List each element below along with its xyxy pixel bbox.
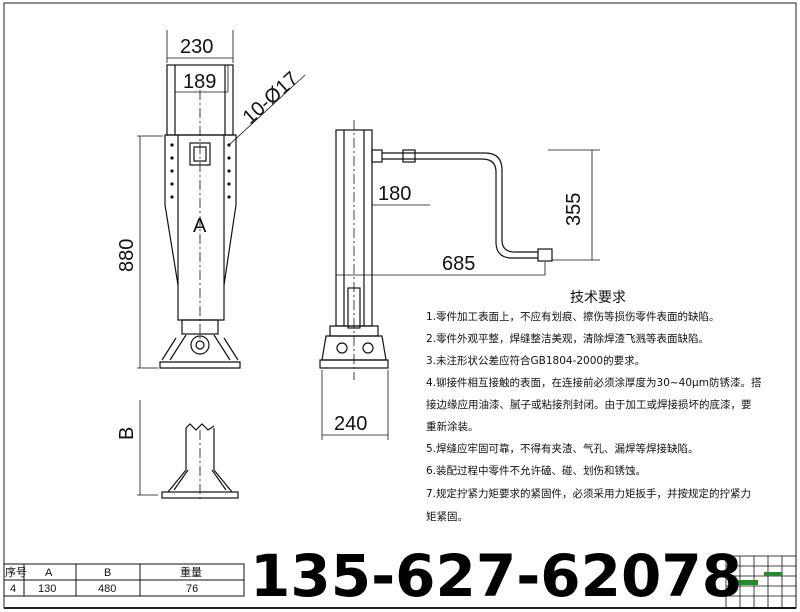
table-header-b: B	[104, 567, 111, 579]
dim-height-880: 880	[116, 239, 138, 272]
requirement-line: 7.规定拧紧力矩要求的紧固件，必须采用力矩扳手，并按规定的拧紧力	[426, 487, 751, 500]
table-header-a: A	[45, 567, 53, 579]
requirement-line: 接边缘应用油漆、腻子或粘接剂封闭。由于加工或焊接损坏的底漆，要	[426, 398, 752, 411]
requirement-line: 重新涂装。	[426, 420, 479, 433]
side-view	[319, 120, 553, 380]
sheet-border	[3, 2, 797, 609]
requirements-title: 技术要求	[570, 290, 626, 306]
side-dimensions	[321, 149, 600, 440]
dim-crank-355: 355	[563, 193, 585, 226]
requirement-line: 4.铆接件相互接触的表面，在连接前必须涂厚度为30~40μm防锈漆。搭	[426, 376, 762, 389]
front-dimensions	[137, 30, 306, 496]
dim-hole-spec: 10-Ø17	[239, 68, 303, 129]
table-cell-b: 480	[98, 583, 116, 595]
title-block	[725, 555, 797, 609]
section-b-view	[161, 423, 239, 500]
table-cell-index: 4	[10, 583, 16, 595]
spec-table	[3, 563, 245, 597]
table-cell-a: 130	[38, 583, 56, 595]
dim-base-240: 240	[334, 413, 367, 435]
front-view	[159, 64, 241, 369]
requirement-line: 矩紧固。	[426, 510, 468, 523]
table-header-index: 序号	[5, 565, 27, 579]
dim-side-180: 180	[378, 183, 411, 205]
table-header-weight: 重量	[180, 565, 202, 579]
table-cell-weight: 76	[186, 583, 198, 595]
requirement-line: 1.零件加工表面上，不应有划痕、擦伤等损伤零件表面的缺陷。	[426, 310, 720, 323]
dim-crank-685: 685	[442, 253, 475, 275]
requirement-line: 5.焊缝应牢固可靠，不得有夹渣、气孔、漏焊等焊接缺陷。	[426, 442, 699, 455]
dim-width-189: 189	[183, 71, 216, 93]
section-label-a: A	[193, 215, 207, 237]
phone-number: 135-627-62078	[250, 542, 742, 610]
dim-width-230: 230	[180, 36, 213, 58]
section-label-b: B	[116, 427, 138, 440]
requirement-line: 2.零件外观平整，焊缝整洁美观，清除焊渣飞溅等表面缺陷。	[426, 332, 709, 345]
requirement-line: 6.装配过程中零件不允许磕、碰、划伤和锈蚀。	[426, 464, 646, 477]
requirement-line: 3.未注形状公差应符合GB1804-2000的要求。	[426, 354, 645, 367]
